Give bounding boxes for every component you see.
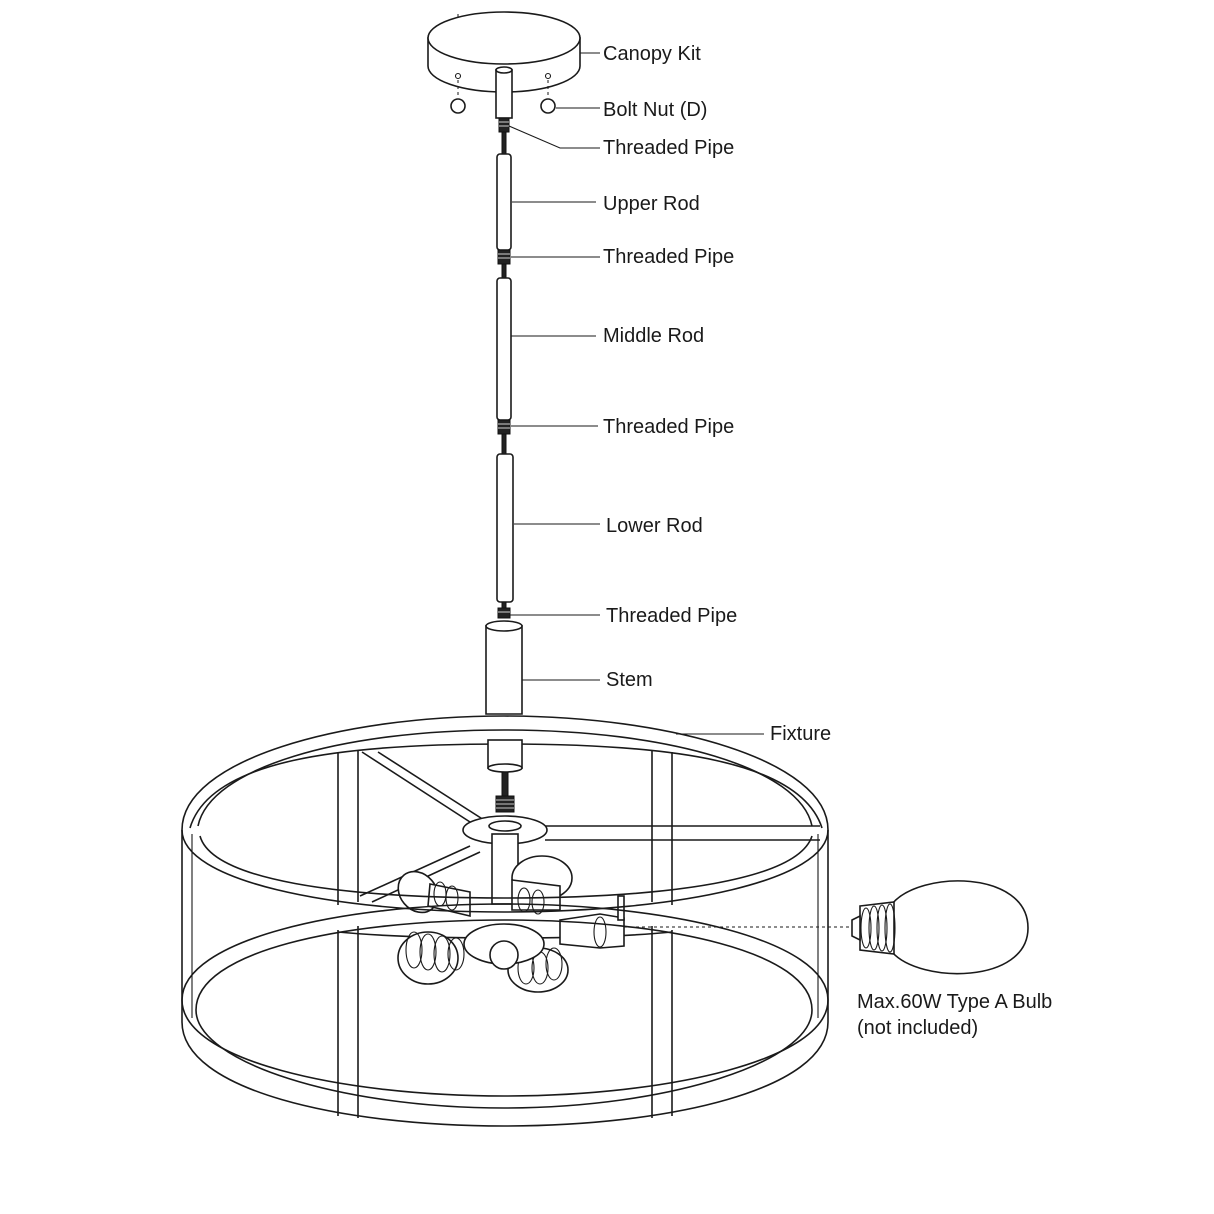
label-upper-rod: Upper Rod	[603, 193, 700, 215]
label-fixture: Fixture	[770, 723, 832, 745]
label-threaded-pipe-1: Threaded Pipe	[603, 137, 735, 159]
canopy-stem	[495, 69, 513, 119]
label-middle-rod: Middle Rod	[603, 325, 705, 347]
fixture-front	[181, 715, 829, 1127]
threaded-pipe-2	[497, 249, 511, 279]
canopy-kit	[427, 11, 581, 93]
socket-back-left	[397, 870, 471, 918]
bolt-nuts	[450, 80, 556, 114]
bulb	[851, 880, 1029, 975]
middle-rod	[496, 277, 512, 421]
leader-lines	[508, 52, 764, 735]
bulb-sockets	[397, 855, 625, 993]
center-hub	[462, 739, 548, 905]
lower-rod	[496, 453, 514, 603]
label-bolt-nut: Bolt Nut (D)	[603, 99, 708, 121]
label-threaded-pipe-3: Threaded Pipe	[603, 416, 735, 438]
label-bulb-note: (not included)	[857, 1017, 979, 1039]
label-threaded-pipe-2: Threaded Pipe	[603, 246, 735, 268]
threaded-pipe-3	[497, 419, 511, 455]
label-stem: Stem	[606, 669, 653, 691]
stem	[485, 620, 523, 715]
upper-rod	[496, 153, 512, 251]
threaded-pipe-1	[498, 117, 510, 155]
label-canopy-kit: Canopy Kit	[603, 43, 701, 65]
label-lower-rod: Lower Rod	[606, 515, 703, 537]
label-threaded-pipe-4: Threaded Pipe	[606, 605, 738, 627]
socket-back-right	[511, 855, 573, 915]
label-bulb-spec: Max.60W Type A Bulb	[857, 991, 1053, 1013]
socket-front-left	[397, 931, 465, 985]
threaded-pipe-4	[497, 601, 511, 619]
